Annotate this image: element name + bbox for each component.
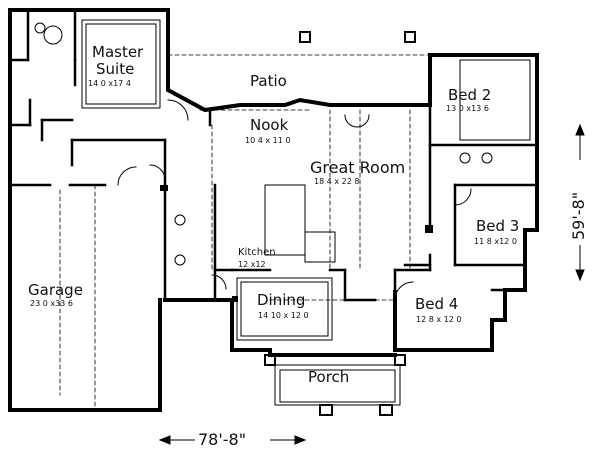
great-room-dims: 18 4 x 22 8	[314, 177, 360, 186]
wall-posts	[160, 185, 433, 302]
interior-walls	[8, 8, 539, 302]
bed2-dims: 13 0 x13 6	[446, 104, 489, 113]
dimension-arrows	[158, 123, 585, 445]
master-suite-dims: 14 0 x17 4	[88, 79, 131, 88]
patio-label: Patio	[250, 72, 287, 90]
dining-label: Dining	[257, 291, 306, 309]
bed3-dims: 11 8 x12 0	[474, 237, 517, 246]
bed3-label: Bed 3	[476, 217, 520, 235]
bed2-label: Bed 2	[448, 86, 492, 104]
great-room-label: Great Room	[310, 158, 406, 177]
exterior-walls	[8, 8, 539, 412]
kitchen-label: Kitchen	[238, 247, 276, 258]
porch-label: Porch	[308, 368, 350, 386]
nook-dims: 10 4 x 11 0	[245, 136, 291, 145]
garage-dims: 23 0 x33 6	[30, 299, 73, 308]
master-suite-label-1: Master	[92, 43, 144, 61]
porch-columns	[264, 31, 416, 416]
bed4-label: Bed 4	[415, 295, 459, 313]
overall-depth-label: 59'-8"	[569, 191, 588, 240]
dining-dims: 14 10 x 12 0	[258, 311, 309, 320]
dashed-lines	[59, 54, 431, 411]
nook-label: Nook	[250, 116, 289, 134]
kitchen-dims: 12 x12	[238, 260, 266, 269]
bed4-dims: 12 8 x 12 0	[416, 315, 462, 324]
overall-width-label: 78'-8"	[198, 430, 247, 449]
garage-label: Garage	[28, 281, 83, 299]
master-suite-label-2: Suite	[96, 60, 135, 78]
